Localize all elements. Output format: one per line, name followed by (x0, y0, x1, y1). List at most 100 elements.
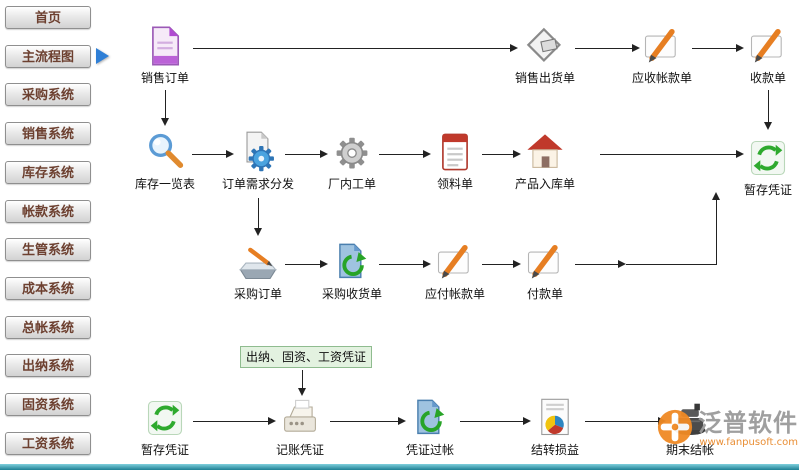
arrowhead-icon (320, 260, 328, 268)
node-accounts-receivable[interactable]: 应收帐款单 (616, 24, 708, 86)
arrowhead-icon (298, 388, 306, 396)
arrowhead-icon (736, 44, 744, 52)
arrow (192, 154, 226, 155)
arrowhead-icon (226, 150, 234, 158)
node-purchase-order[interactable]: 采购订单 (212, 240, 304, 302)
arrow (575, 264, 618, 265)
node-receipt[interactable]: 收款单 (722, 24, 799, 86)
node-temp-voucher-bottom[interactable]: 暂存凭证 (119, 396, 211, 458)
gear-doc-icon (236, 130, 280, 174)
node-inventory-list[interactable]: 库存一览表 (119, 130, 211, 192)
node-label: 库存一览表 (134, 177, 195, 191)
node-label: 应付帐款单 (424, 287, 485, 301)
arrow (585, 421, 658, 422)
node-temp-voucher-right[interactable]: 暂存凭证 (722, 136, 799, 198)
arrowhead-icon (632, 44, 640, 52)
arrow (193, 421, 268, 422)
node-voucher-posting[interactable]: 凭证过帐 (384, 396, 476, 458)
arrowhead-icon (254, 228, 262, 236)
arrow (302, 370, 303, 388)
sidebar-item-main-flow[interactable]: 主流程图 (5, 45, 91, 68)
node-purchase-receipt[interactable]: 采购收货单 (306, 240, 398, 302)
arrowhead-icon (523, 417, 531, 425)
node-label: 产品入库单 (514, 177, 575, 191)
arrowhead-icon (268, 417, 276, 425)
fanpu-logo-icon (656, 408, 694, 450)
sidebar-item-production[interactable]: 生管系统 (5, 238, 91, 261)
sidebar-item-cost[interactable]: 成本系统 (5, 277, 91, 300)
node-material-request[interactable]: 领料单 (409, 130, 501, 192)
node-label: 记账凭证 (275, 443, 324, 457)
node-sales-order[interactable]: 销售订单 (119, 24, 211, 86)
arrow (600, 154, 736, 155)
arrow (575, 48, 632, 49)
arrowhead-icon (513, 150, 521, 158)
node-label: 凭证过帐 (405, 443, 454, 457)
arrowhead-icon (398, 417, 406, 425)
arrow (379, 154, 423, 155)
node-label: 厂内工单 (327, 177, 376, 191)
brand-url: www.fanpusoft.com (699, 437, 798, 448)
arrowhead-icon (423, 260, 431, 268)
sidebar-item-home[interactable]: 首页 (5, 6, 91, 29)
node-payment[interactable]: 付款单 (499, 240, 591, 302)
arrow (193, 48, 510, 49)
arrow (692, 48, 736, 49)
arrowhead-icon (161, 118, 169, 126)
node-label: 领料单 (436, 177, 473, 191)
sidebar-item-ledger[interactable]: 总帐系统 (5, 316, 91, 339)
pen-icon (640, 24, 684, 68)
node-factory-workorder[interactable]: 厂内工单 (306, 130, 398, 192)
node-label: 应收帐款单 (631, 71, 692, 85)
notepad-icon (433, 130, 477, 174)
node-profit-transfer[interactable]: 结转损益 (509, 396, 601, 458)
sidebar-item-fixed-assets[interactable]: 固资系统 (5, 393, 91, 416)
scanner-icon (236, 240, 280, 284)
node-label: 采购收货单 (321, 287, 382, 301)
selection-pointer-icon (96, 48, 109, 64)
sidebar-item-accounts[interactable]: 帐款系统 (5, 200, 91, 223)
diamond-icon (523, 24, 567, 68)
node-label: 采购订单 (233, 287, 282, 301)
arrow (626, 264, 716, 265)
sidebar-item-sales[interactable]: 销售系统 (5, 122, 91, 145)
arrowhead-icon (513, 260, 521, 268)
recycle-icon (143, 396, 187, 440)
arrow (482, 154, 513, 155)
house-icon (523, 130, 567, 174)
node-period-close[interactable]: 期末结帐 (644, 396, 736, 458)
arrow (330, 421, 398, 422)
node-product-inbound[interactable]: 产品入库单 (499, 130, 591, 192)
node-accounts-payable[interactable]: 应付帐款单 (409, 240, 501, 302)
arrow (379, 264, 423, 265)
arrow (768, 90, 769, 122)
node-label: 期末结帐 (665, 443, 714, 457)
node-label: 销售订单 (140, 71, 189, 85)
brand-text: 泛普软件 www.fanpusoft.com (698, 410, 798, 448)
document-icon (143, 24, 187, 68)
node-label: 付款单 (526, 287, 563, 301)
arrowhead-icon (423, 150, 431, 158)
node-order-demand[interactable]: 订单需求分发 (212, 130, 304, 192)
folder-sync-icon (408, 396, 452, 440)
sidebar-item-payroll[interactable]: 工资系统 (5, 432, 91, 455)
node-label: 暂存凭证 (743, 183, 792, 197)
node-sales-shipment[interactable]: 销售出货单 (499, 24, 591, 86)
arrowhead-icon (618, 260, 626, 268)
arrow (165, 90, 166, 118)
node-label: 收款单 (749, 71, 786, 85)
node-bookkeeping-voucher[interactable]: 记账凭证 (254, 396, 346, 458)
arrowhead-icon (320, 150, 328, 158)
arrow (482, 264, 513, 265)
sidebar-item-cashier[interactable]: 出纳系统 (5, 354, 91, 377)
arrowhead-icon (712, 192, 720, 200)
pen-icon (433, 240, 477, 284)
sidebar-item-purchase[interactable]: 采购系统 (5, 83, 91, 106)
bottom-bar (0, 464, 799, 470)
sidebar-item-inventory[interactable]: 库存系统 (5, 161, 91, 184)
node-label: 销售出货单 (514, 71, 575, 85)
arrow (258, 198, 259, 228)
arrowhead-icon (510, 44, 518, 52)
node-label: 暂存凭证 (140, 443, 189, 457)
